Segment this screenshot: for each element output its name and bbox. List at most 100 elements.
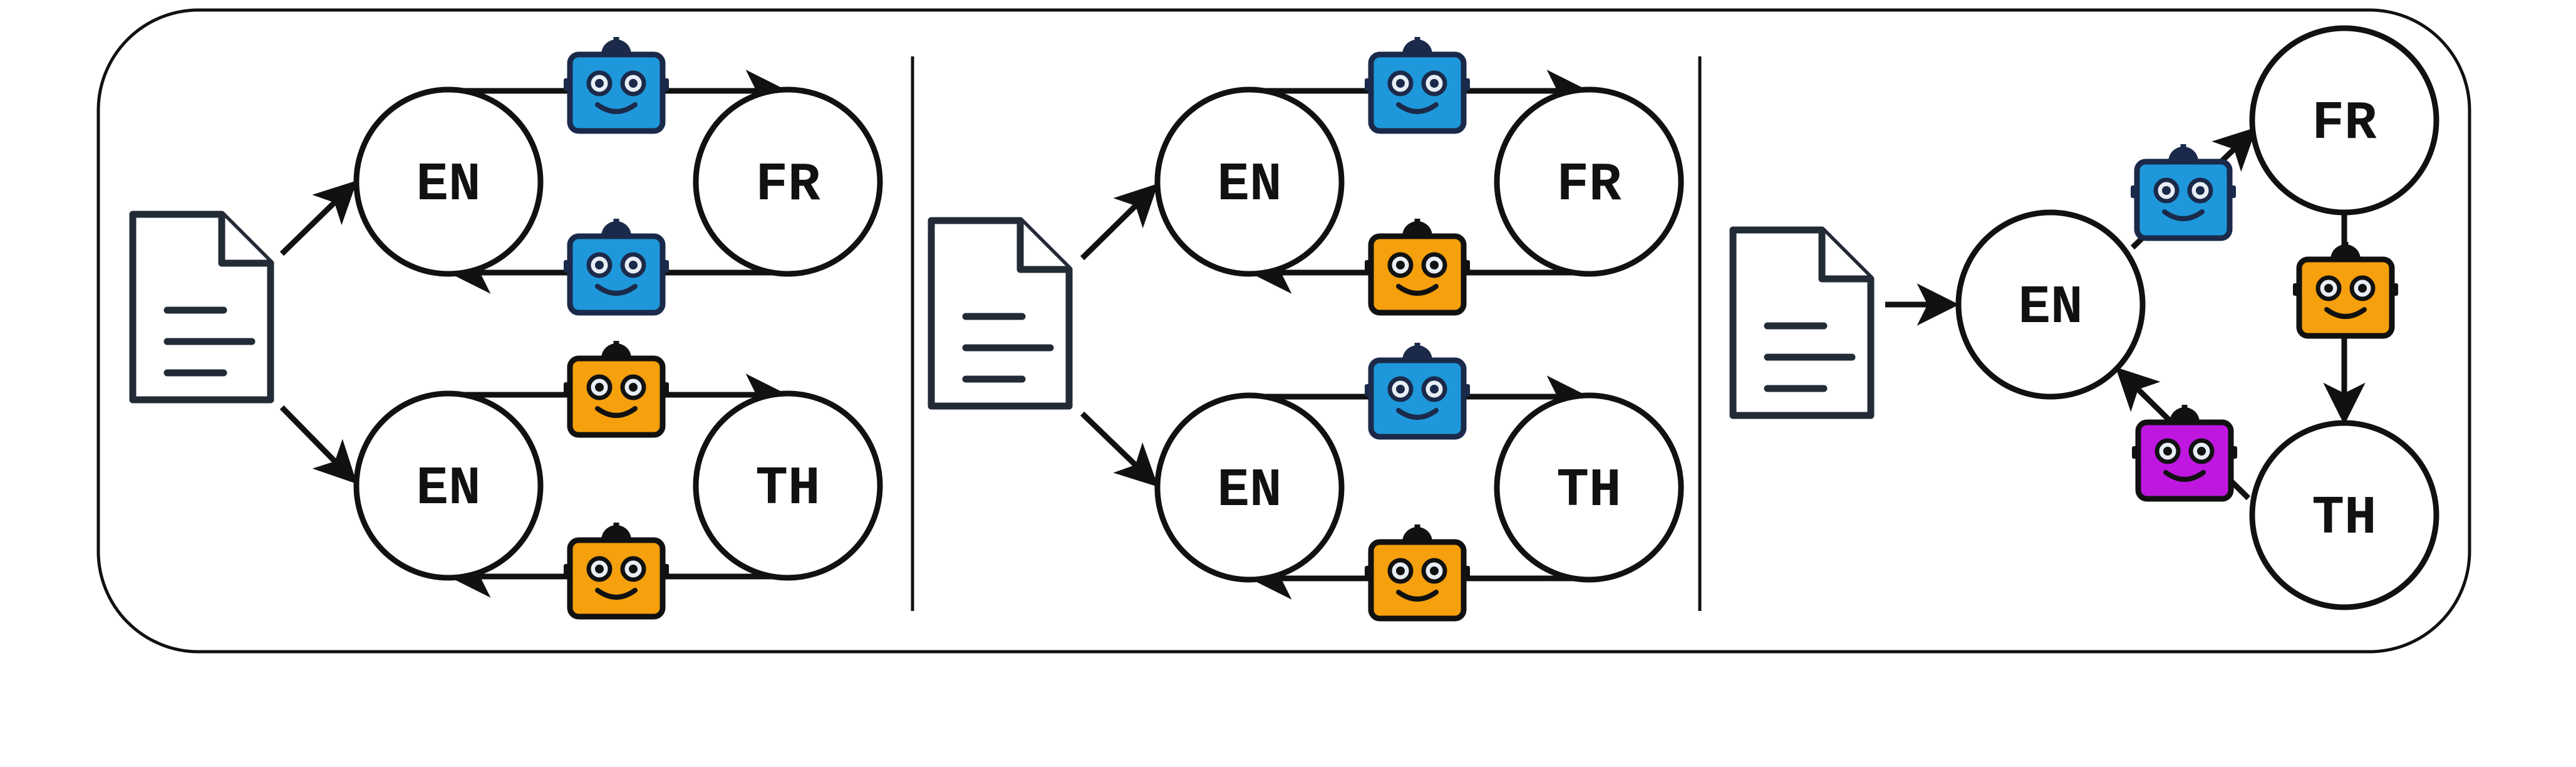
robot-icon-orange xyxy=(2293,242,2398,339)
robot-pupil xyxy=(595,383,604,392)
source-document-panel-3 xyxy=(1729,226,1875,419)
robot-antenna-dome xyxy=(601,221,631,236)
language-node-target: TH xyxy=(693,390,883,581)
language-node-label: EN xyxy=(1217,154,1281,216)
robot-smile xyxy=(595,102,638,114)
language-node-label: EN xyxy=(1217,460,1281,521)
language-node-label: TH xyxy=(1556,460,1621,521)
robot-icon-blue xyxy=(564,219,669,316)
robot-antenna-dome xyxy=(601,525,631,540)
robot-pupil xyxy=(2197,447,2206,456)
robot-icon-purple xyxy=(2132,405,2237,502)
language-node-circle xyxy=(1955,209,2146,400)
robot-head xyxy=(2296,256,2395,339)
robot-pupil xyxy=(1430,385,1439,394)
language-node-en: EN xyxy=(1955,209,2146,400)
robot-head xyxy=(567,537,666,620)
language-node-target: TH xyxy=(1494,392,1684,583)
robot-antenna-dome xyxy=(601,39,631,55)
robot-smile xyxy=(1396,590,1439,602)
robot-smile xyxy=(1396,408,1439,420)
robot-smile xyxy=(1396,102,1439,114)
robot-antenna-dome xyxy=(601,343,631,358)
robot-pupil xyxy=(595,565,604,573)
robot-head xyxy=(1368,233,1467,316)
robot-smile xyxy=(595,284,638,296)
robot-antenna-dome xyxy=(1402,39,1432,55)
language-node-label: FR xyxy=(2312,93,2377,154)
robot-pupil xyxy=(1396,79,1405,88)
document-fold xyxy=(1016,221,1069,273)
robot-pupil xyxy=(629,565,638,573)
robot-antenna-dome xyxy=(2170,407,2200,422)
language-node-label: TH xyxy=(755,458,820,519)
language-node-circle xyxy=(353,86,544,277)
language-node-th: TH xyxy=(2249,420,2439,610)
language-node-circle xyxy=(1154,86,1345,277)
robot-pupil xyxy=(1396,261,1405,269)
robot-antenna-dome xyxy=(1402,527,1432,542)
robot-pupil xyxy=(595,79,604,88)
document-to-en-arrow xyxy=(1080,183,1159,261)
robot-pupil xyxy=(2163,447,2172,456)
language-node-circle xyxy=(1154,392,1345,583)
language-node-label: FR xyxy=(1556,154,1622,216)
language-node-circle xyxy=(1494,392,1684,583)
language-node-circle xyxy=(2249,25,2439,216)
robot-head xyxy=(2135,419,2234,502)
robot-antenna-dome xyxy=(1402,221,1432,236)
language-node-circle xyxy=(693,390,883,581)
robot-head xyxy=(567,233,666,316)
robot-smile xyxy=(1396,284,1439,296)
robot-icon-blue xyxy=(1365,37,1470,134)
language-node-label: EN xyxy=(416,154,480,216)
language-node-source: EN xyxy=(1154,392,1345,583)
robot-icon-orange xyxy=(564,341,669,438)
robot-icon-blue xyxy=(564,37,669,134)
robot-icon-orange xyxy=(564,523,669,620)
robot-pupil xyxy=(595,261,604,269)
panels-layer: EN FR EN TH EN FR EN TH EN FR TH xyxy=(129,25,2439,622)
robot-smile xyxy=(2163,470,2206,482)
robot-head xyxy=(2134,159,2233,241)
source-document-panel-1 xyxy=(129,211,274,404)
language-node-label: EN xyxy=(2018,277,2082,338)
outer-frame xyxy=(96,8,2471,654)
robot-antenna-dome xyxy=(1402,345,1432,360)
robot-icon-blue xyxy=(1365,343,1470,440)
robot-pupil xyxy=(2358,284,2367,293)
robot-pupil xyxy=(2324,284,2333,293)
robot-smile xyxy=(2162,209,2205,221)
robot-pupil xyxy=(629,383,638,392)
robot-pupil xyxy=(1430,79,1439,88)
robot-antenna-dome xyxy=(2168,147,2198,162)
document-fold xyxy=(218,214,271,267)
document-fold xyxy=(1818,230,1871,283)
robot-smile xyxy=(595,406,638,418)
source-document-panel-2 xyxy=(928,217,1073,410)
robot-head xyxy=(567,355,666,438)
document-to-en-arrow xyxy=(279,405,358,484)
robot-pupil xyxy=(1396,385,1405,394)
language-node-target: FR xyxy=(693,86,883,277)
language-node-source: EN xyxy=(353,390,544,581)
robot-pupil xyxy=(2162,186,2171,195)
robot-head xyxy=(567,51,666,134)
language-node-circle xyxy=(1494,86,1684,277)
robot-icon-orange xyxy=(1365,524,1470,622)
robot-pupil xyxy=(1430,261,1439,269)
document-to-en-arrow xyxy=(279,180,358,256)
robot-pupil xyxy=(1396,566,1405,575)
robot-icon-blue xyxy=(2131,144,2236,241)
robot-pupil xyxy=(1430,566,1439,575)
robot-antenna-dome xyxy=(2330,244,2361,259)
language-node-source: EN xyxy=(353,86,544,277)
robot-smile xyxy=(595,588,638,600)
robot-icon-orange xyxy=(1365,219,1470,316)
robot-smile xyxy=(2324,307,2367,319)
language-node-circle xyxy=(353,390,544,581)
language-node-label: TH xyxy=(2312,488,2376,549)
language-node-source: EN xyxy=(1154,86,1345,277)
robot-pupil xyxy=(629,261,638,269)
